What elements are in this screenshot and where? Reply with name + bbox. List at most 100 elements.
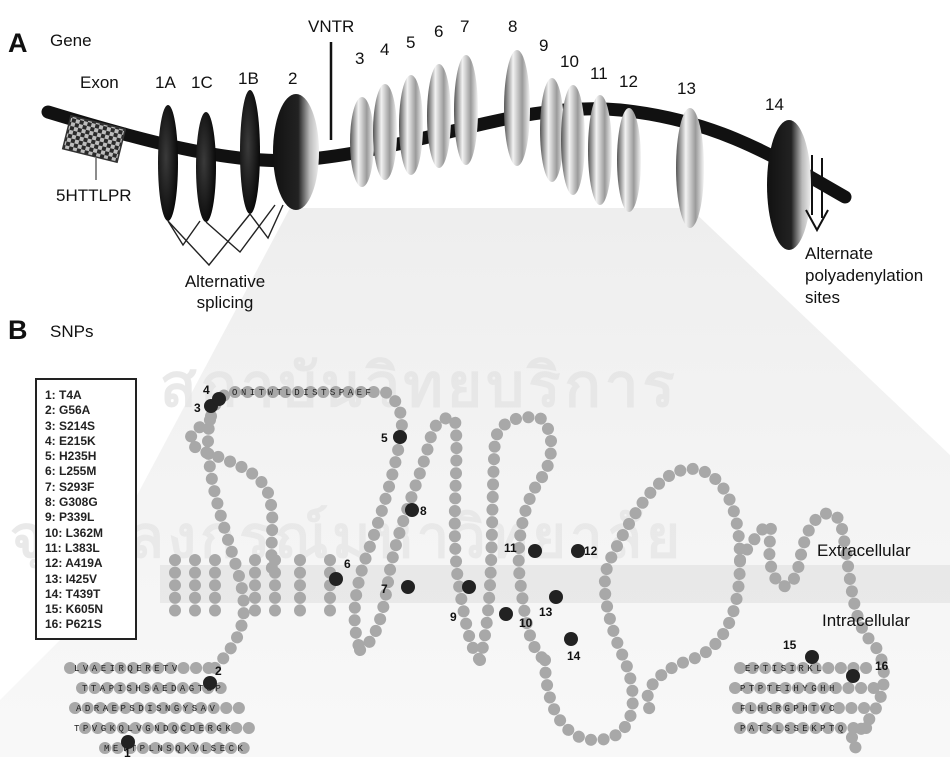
snp-label-13: 13: [539, 605, 553, 619]
exon-number-14: 14: [765, 95, 784, 115]
snp-marker-6: [329, 572, 343, 586]
exon-number-8: 8: [508, 17, 517, 37]
exon-number-11: 11: [590, 64, 608, 84]
snp-marker-14: [564, 632, 578, 646]
exon-7: [454, 55, 478, 165]
n-term-line: ADRAEPSDISNGYSAV: [76, 704, 218, 714]
panel-a-letter: A: [8, 28, 28, 59]
snp-label-14: 14: [567, 649, 581, 663]
snp-label-10: 10: [519, 616, 533, 630]
exon-number-7: 7: [460, 17, 469, 37]
exon-number-6: 6: [434, 22, 443, 42]
snp-marker-10: [499, 607, 513, 621]
vntr-label: VNTR: [308, 17, 354, 37]
snp-label-16: 16: [875, 659, 889, 673]
exon-number-10: 10: [560, 52, 579, 72]
snp-label-7: 7: [381, 582, 388, 596]
snp-label-11: 11: [504, 541, 517, 555]
polyadenylation-label-line-1: Alternate: [805, 244, 873, 264]
panel-b-letter: B: [8, 315, 28, 346]
snp-marker-13: [549, 590, 563, 604]
snp-legend-row: 16: P621S: [45, 617, 135, 632]
snp-label-8: 8: [420, 504, 427, 518]
exon-3: [350, 97, 374, 187]
exon-13: [676, 108, 704, 228]
panel-b-title: SNPs: [50, 322, 93, 342]
intracellular-label: Intracellular: [822, 611, 910, 631]
snp-legend-row: 6: L255M: [45, 464, 135, 479]
snp-marker-12: [571, 544, 585, 558]
snp-label-2: 2: [215, 664, 222, 678]
snp-legend-row: 8: G308G: [45, 495, 135, 510]
exon-number-9: 9: [539, 36, 548, 56]
exon-10: [561, 85, 585, 195]
exon-number-2: 2: [288, 69, 297, 89]
c-term-line: PTPTEIHYGHH: [740, 684, 838, 694]
exon-number-12: 12: [619, 72, 638, 92]
n-term-line: TPVGKQLVGNDQCDERGK: [74, 724, 234, 734]
exon-8: [504, 50, 530, 166]
snp-marker-11: [528, 544, 542, 558]
splicing-label-line-2: splicing: [170, 293, 280, 313]
exon-number-5: 5: [406, 33, 415, 53]
exon-number-1b: 1B: [238, 69, 259, 89]
snp-legend-row: 11: L383L: [45, 541, 135, 556]
exon-number-3: 3: [355, 49, 364, 69]
snp-marker-16: [846, 669, 860, 683]
snp-legend-row: 13: I425V: [45, 572, 135, 587]
snp-marker-5: [393, 430, 407, 444]
snp-marker-4: [212, 392, 226, 406]
snp-marker-9: [462, 580, 476, 594]
promoter-box: [63, 116, 126, 163]
exon-9: [540, 78, 564, 182]
snp-label-12: 12: [584, 544, 598, 558]
snp-legend-row: 9: P339L: [45, 510, 135, 525]
exon-1b: [240, 90, 260, 214]
snp-label-15: 15: [783, 638, 797, 652]
exon-6: [427, 64, 451, 168]
snp-legend-row: 14: T439T: [45, 587, 135, 602]
snp-label-4: 4: [203, 383, 210, 397]
snp-legend-row: 1: T4A: [45, 388, 135, 403]
exon-1c: [196, 112, 216, 222]
snp-label-6: 6: [344, 557, 351, 571]
exon-1a: [158, 105, 178, 221]
exon-label: Exon: [80, 73, 119, 93]
c-term-line: PATSLSSEKPTQ: [740, 724, 847, 734]
exon-number-1c: 1C: [191, 73, 213, 93]
panel-a-title: Gene: [50, 31, 92, 51]
exon-number-1a: 1A: [155, 73, 176, 93]
n-term-line: TTAPISHSAEDAGTSP: [82, 684, 224, 694]
exon-number-4: 4: [380, 40, 389, 60]
snp-legend-row: 10: L362M: [45, 526, 135, 541]
snp-legend-row: 2: G56A: [45, 403, 135, 418]
snp-legend: 1: T4A 2: G56A 3: S214S 4: E215K 5: H235…: [35, 378, 137, 640]
promoter-label: 5HTTLPR: [56, 186, 132, 206]
snp-legend-row: 5: H235H: [45, 449, 135, 464]
exon-12: [617, 108, 641, 212]
polyadenylation-label-line-3: sites: [805, 288, 840, 308]
exon-2: [273, 94, 319, 210]
polyadenylation-label-line-2: polyadenylation: [805, 266, 923, 286]
exon-11: [588, 95, 612, 205]
n-term-line: METTPLNSQKVLSECK: [104, 744, 246, 754]
c-term-line: EPTISIRKL: [745, 664, 825, 674]
snp-label-9: 9: [450, 610, 457, 624]
snp-label-3: 3: [194, 401, 201, 415]
exon-4: [373, 84, 397, 180]
snp-legend-row: 4: E215K: [45, 434, 135, 449]
splicing-label-line-1: Alternative: [170, 272, 280, 292]
snp-legend-row: 3: S214S: [45, 419, 135, 434]
snp-marker-15: [805, 650, 819, 664]
exon-number-13: 13: [677, 79, 696, 99]
snp-marker-8: [405, 503, 419, 517]
snp-label-5: 5: [381, 431, 388, 445]
exon-5: [399, 75, 423, 175]
snp-marker-7: [401, 580, 415, 594]
loop-top-line: ONITWTLDISTSPAEF: [232, 388, 374, 398]
snp-legend-row: 12: A419A: [45, 556, 135, 571]
extracellular-label: Extracellular: [817, 541, 911, 561]
exon-14: [767, 120, 811, 250]
n-term-line: LVAEIRQERETV: [74, 664, 181, 674]
